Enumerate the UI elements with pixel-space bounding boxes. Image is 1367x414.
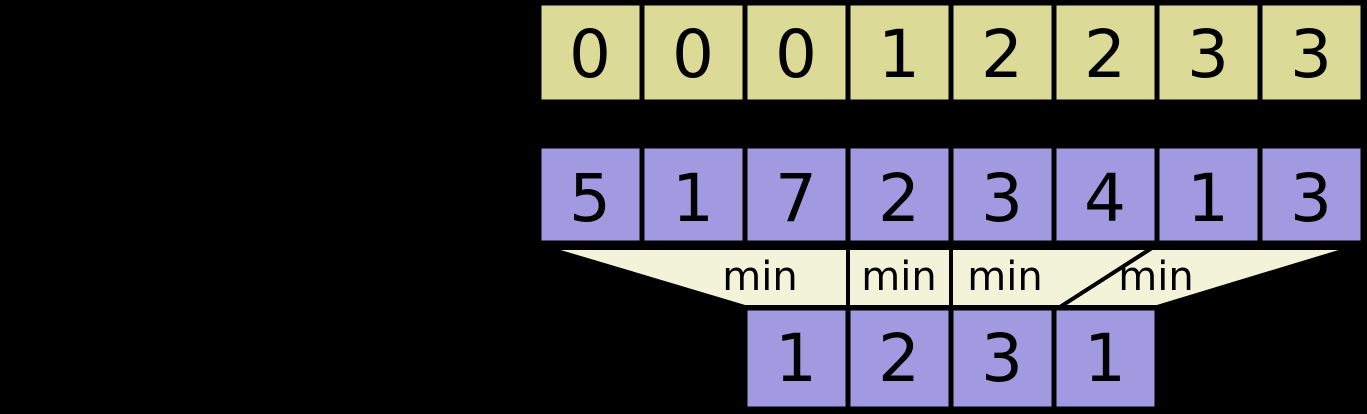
array-value-1: 1 bbox=[672, 160, 714, 237]
index-value-7: 3 bbox=[1290, 16, 1332, 93]
index-cell-3 bbox=[845, 0, 954, 105]
array-cell-1 bbox=[639, 143, 748, 246]
block-min-cell-1 bbox=[845, 305, 954, 412]
array-value-4: 3 bbox=[981, 160, 1023, 237]
index-cell-0 bbox=[536, 0, 645, 105]
min-label-2: min bbox=[967, 254, 1042, 300]
index-cell-4 bbox=[948, 0, 1057, 105]
min-funnel-band: min min min min bbox=[546, 246, 1353, 309]
array-cell-5 bbox=[1051, 143, 1160, 246]
block-min-value-3: 1 bbox=[1084, 320, 1126, 397]
block-min-row: 1 2 3 1 bbox=[742, 305, 1160, 412]
block-min-value-1: 2 bbox=[878, 320, 920, 397]
min-label-1: min bbox=[861, 254, 936, 300]
array-value-2: 7 bbox=[775, 160, 817, 237]
index-value-0: 0 bbox=[569, 16, 611, 93]
index-cell-7 bbox=[1257, 0, 1366, 105]
index-cell-5 bbox=[1051, 0, 1160, 105]
index-row: 0 0 0 1 2 2 3 3 bbox=[536, 0, 1366, 105]
index-value-3: 1 bbox=[878, 16, 920, 93]
block-min-value-0: 1 bbox=[775, 320, 817, 397]
min-label-0: min bbox=[722, 254, 797, 300]
index-value-4: 2 bbox=[981, 16, 1023, 93]
index-cell-2 bbox=[742, 0, 851, 105]
array-cell-2 bbox=[742, 143, 851, 246]
index-value-5: 2 bbox=[1084, 16, 1126, 93]
array-value-6: 1 bbox=[1187, 160, 1229, 237]
block-min-value-2: 3 bbox=[981, 320, 1023, 397]
index-value-1: 0 bbox=[672, 16, 714, 93]
block-min-cell-0 bbox=[742, 305, 851, 412]
array-cell-6 bbox=[1154, 143, 1263, 246]
array-cell-4 bbox=[948, 143, 1057, 246]
index-cell-1 bbox=[639, 0, 748, 105]
array-value-5: 4 bbox=[1084, 160, 1126, 237]
min-label-3: min bbox=[1118, 254, 1193, 300]
index-value-2: 0 bbox=[775, 16, 817, 93]
array-value-0: 5 bbox=[569, 160, 611, 237]
array-row: 5 1 7 2 3 4 1 3 bbox=[536, 143, 1366, 246]
array-cell-3 bbox=[845, 143, 954, 246]
array-value-3: 2 bbox=[878, 160, 920, 237]
array-value-7: 3 bbox=[1290, 160, 1332, 237]
block-min-cell-3 bbox=[1051, 305, 1160, 412]
array-cell-7 bbox=[1257, 143, 1366, 246]
index-value-6: 3 bbox=[1187, 16, 1229, 93]
